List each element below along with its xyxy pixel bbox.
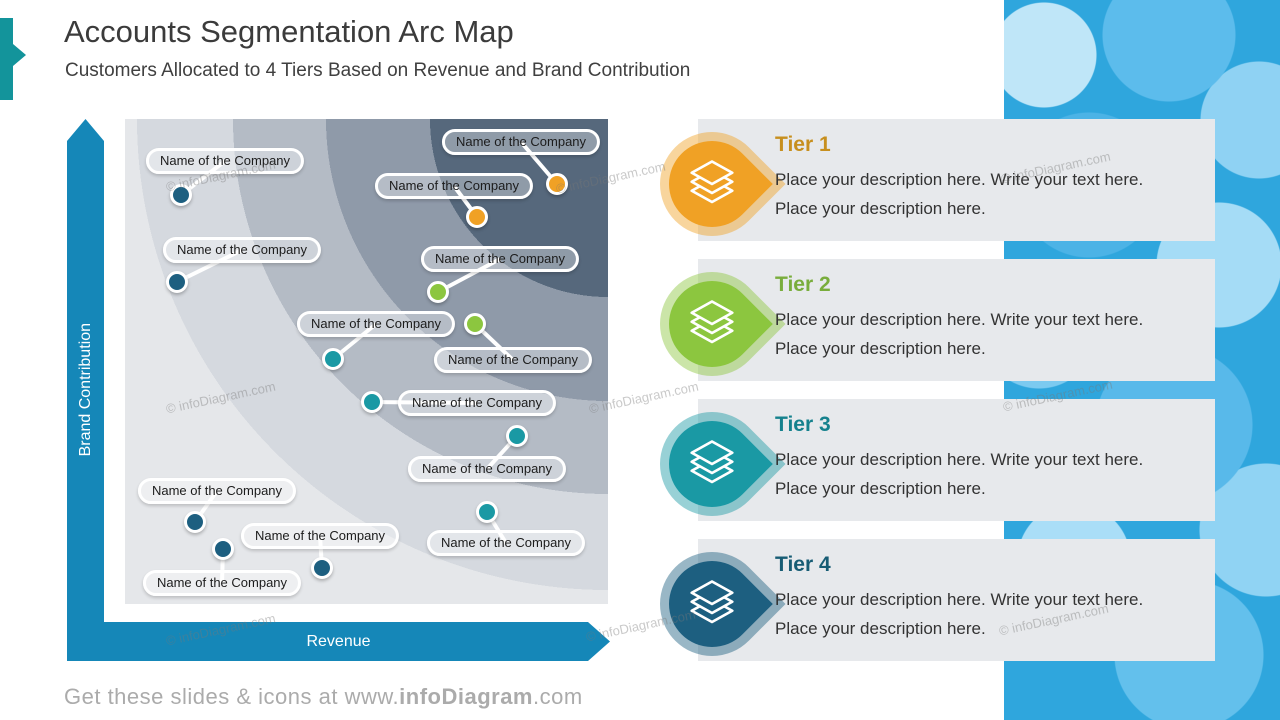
company-dot-tier4 — [212, 538, 234, 560]
company-dot-tier1 — [546, 173, 568, 195]
company-dot-tier3 — [322, 348, 344, 370]
layers-icon — [690, 440, 734, 484]
layers-icon — [690, 160, 734, 204]
tier-title: Tier 2 — [775, 273, 831, 296]
footer-credit: Get these slides & icons at www.infoDiag… — [64, 684, 583, 710]
company-label: Name of the Company — [397, 390, 557, 416]
company-dot-tier4 — [166, 271, 188, 293]
company-label: Name of the Company — [420, 246, 580, 272]
company-label: Name of the Company — [407, 456, 567, 482]
title-accent-chevron — [0, 18, 26, 100]
footer-prefix: Get these slides & icons at www. — [64, 684, 400, 709]
x-axis-arrow: Revenue — [67, 622, 610, 661]
company-dot-tier3 — [506, 425, 528, 447]
tier-description: Place your description here. Write your … — [775, 450, 1144, 498]
tier-card-4: Tier 4 Place your description here. Writ… — [638, 530, 1215, 678]
company-label: Name of the Company — [240, 523, 400, 549]
company-label: Name of the Company — [145, 148, 305, 174]
tier-title: Tier 1 — [775, 133, 831, 156]
tier-layers-icon-inner — [651, 123, 773, 245]
company-label: Name of the Company — [441, 129, 601, 155]
company-dot-tier3 — [476, 501, 498, 523]
layers-icon — [690, 300, 734, 344]
tier-layers-icon-inner — [651, 403, 773, 525]
tier-card-1: Tier 1 Place your description here. Writ… — [638, 110, 1215, 258]
tier-layers-icon — [638, 250, 786, 398]
y-axis-arrow: Brand Contribution — [67, 119, 104, 661]
tier-layers-icon-inner — [651, 263, 773, 385]
tier-card-body: Tier 4 Place your description here. Writ… — [775, 553, 1187, 643]
company-label: Name of the Company — [296, 311, 456, 337]
page-subtitle: Customers Allocated to 4 Tiers Based on … — [65, 60, 691, 81]
company-dot-tier4 — [170, 184, 192, 206]
layers-icon — [690, 580, 734, 624]
page-title: Accounts Segmentation Arc Map — [64, 14, 514, 49]
company-dot-tier1 — [466, 206, 488, 228]
tier-layers-icon — [638, 110, 786, 258]
y-axis-label: Brand Contribution — [76, 323, 94, 457]
company-label: Name of the Company — [433, 347, 593, 373]
tier-description: Place your description here. Write your … — [775, 590, 1144, 638]
x-axis-label: Revenue — [306, 632, 371, 650]
footer-suffix: .com — [533, 684, 583, 709]
company-dot-tier3 — [361, 391, 383, 413]
company-label: Name of the Company — [137, 478, 297, 504]
company-dot-tier4 — [184, 511, 206, 533]
tier-card-3: Tier 3 Place your description here. Writ… — [638, 390, 1215, 538]
company-label: Name of the Company — [142, 570, 302, 596]
tier-layers-icon — [638, 530, 786, 678]
company-dot-tier2 — [427, 281, 449, 303]
tier-title: Tier 3 — [775, 413, 831, 436]
tier-description: Place your description here. Write your … — [775, 170, 1144, 218]
company-dot-tier4 — [311, 557, 333, 579]
company-label: Name of the Company — [426, 530, 586, 556]
tier-card-body: Tier 1 Place your description here. Writ… — [775, 133, 1187, 223]
company-label: Name of the Company — [162, 237, 322, 263]
tier-layers-icon-inner — [651, 543, 773, 665]
footer-brand: infoDiagram — [399, 684, 533, 709]
company-label: Name of the Company — [374, 173, 534, 199]
tier-layers-icon — [638, 390, 786, 538]
tier-card-2: Tier 2 Place your description here. Writ… — [638, 250, 1215, 398]
company-dot-tier2 — [464, 313, 486, 335]
tier-card-body: Tier 3 Place your description here. Writ… — [775, 413, 1187, 503]
tier-title: Tier 4 — [775, 553, 831, 576]
tier-description: Place your description here. Write your … — [775, 310, 1144, 358]
tier-card-body: Tier 2 Place your description here. Writ… — [775, 273, 1187, 363]
